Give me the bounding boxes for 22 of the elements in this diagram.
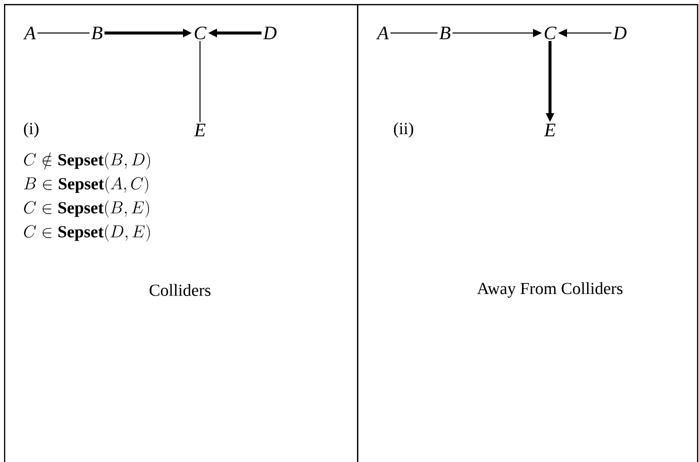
line xyxy=(36,32,90,34)
panel-caption: Away From Colliders xyxy=(477,282,622,298)
panel-number: (i) xyxy=(24,122,38,138)
line xyxy=(390,32,438,34)
variable-label: B xyxy=(91,26,102,40)
panel xyxy=(4,4,358,462)
variable-label: C xyxy=(544,26,556,40)
variable-label: C xyxy=(194,26,206,40)
variable-label: A xyxy=(23,26,36,40)
panel-caption: Colliders xyxy=(150,284,210,296)
formula: $B \in \mathbf{Sepset}(A,C)$ xyxy=(24,176,148,194)
variable-label: D xyxy=(612,26,627,40)
variable-label: E xyxy=(544,124,556,136)
panel xyxy=(357,4,698,462)
variable-label: B xyxy=(439,26,450,40)
variable-label: E xyxy=(194,124,206,136)
variable-label: D xyxy=(262,26,277,40)
formula: $C \in \mathbf{Sepset}(B,E)$ xyxy=(24,200,149,218)
formula: $C \notin \mathbf{Sepset}(B,D)$ xyxy=(24,152,150,170)
variable-label: A xyxy=(376,26,389,40)
formula: $C \in \mathbf{Sepset}(D,E)$ xyxy=(24,224,150,242)
panel-number: (ii) xyxy=(394,122,414,138)
